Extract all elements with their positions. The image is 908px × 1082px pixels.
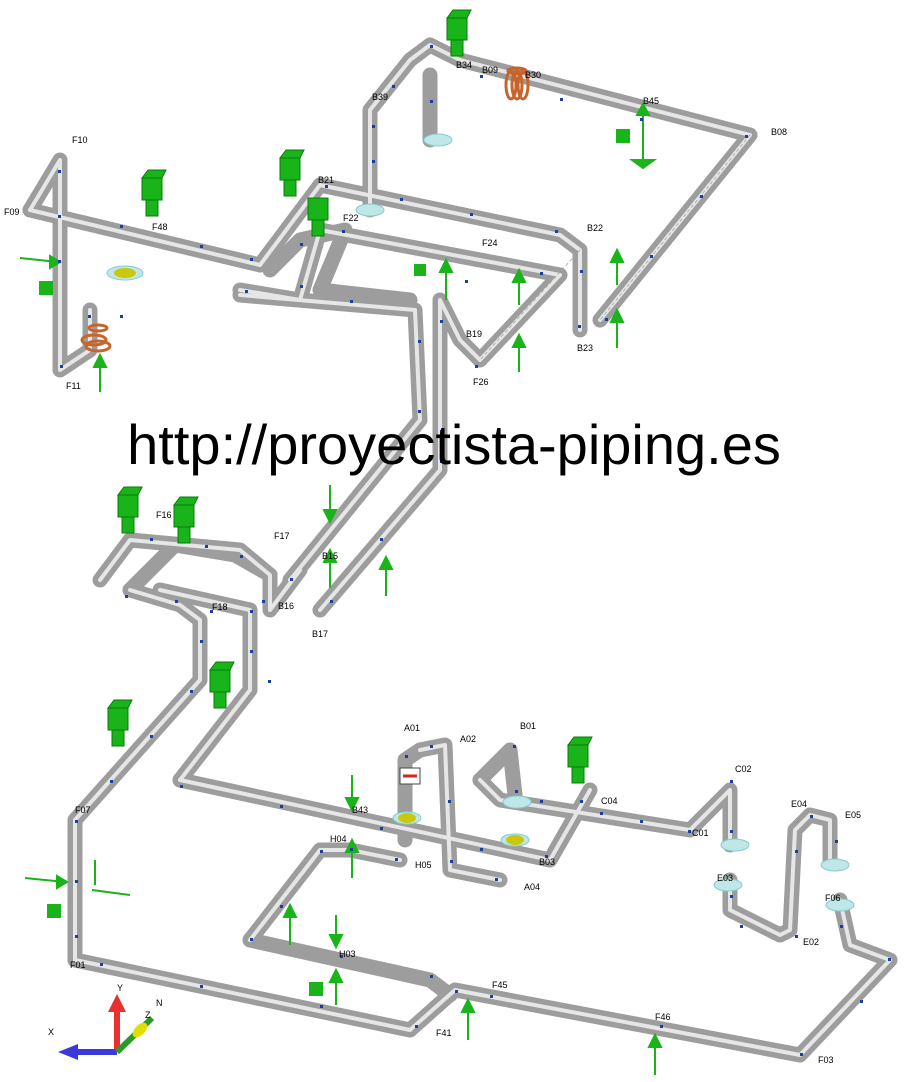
node-label: F22	[343, 213, 359, 223]
axis-y-label: Y	[117, 983, 123, 993]
node-label: C04	[601, 796, 618, 806]
node-labels: F10 F09 F48 F11 B21 F22 F24 B22 B23 F26 …	[4, 60, 861, 1065]
node-label: B22	[587, 223, 603, 233]
node-label: C01	[692, 828, 709, 838]
node-label: B19	[466, 329, 482, 339]
node-label: B15	[322, 551, 338, 561]
node-label: H04	[330, 834, 347, 844]
node-label: B08	[771, 127, 787, 137]
spring-hangers	[107, 9, 593, 784]
axis-x-label: X	[48, 1027, 54, 1037]
node-label: B09	[482, 65, 498, 75]
node-label: F16	[156, 510, 172, 520]
node-label: H05	[415, 860, 432, 870]
axis-z-label: Z	[145, 1010, 151, 1020]
node-label: F11	[66, 381, 81, 391]
node-label: B03	[539, 857, 555, 867]
node-label: C02	[735, 764, 752, 774]
node-label: A01	[404, 723, 420, 733]
node-label: A02	[460, 734, 476, 744]
node-label: H03	[339, 949, 356, 959]
node-label: F06	[825, 893, 841, 903]
red-component	[399, 767, 421, 785]
node-label: F26	[473, 377, 489, 387]
axis-n-label: N	[156, 998, 163, 1008]
node-label: F17	[274, 531, 290, 541]
node-label: F01	[70, 960, 86, 970]
node-label: B17	[312, 629, 328, 639]
node-label: F24	[482, 238, 498, 248]
node-markers	[58, 45, 891, 1056]
node-label: F09	[4, 207, 20, 217]
node-label: B34	[456, 60, 472, 70]
node-label: B39	[372, 92, 388, 102]
node-label: E02	[803, 937, 819, 947]
node-label: F18	[212, 602, 228, 612]
node-label: F48	[152, 222, 168, 232]
node-label: B21	[318, 175, 334, 185]
node-label: B16	[278, 601, 294, 611]
node-label: F10	[72, 135, 88, 145]
node-label: B30	[525, 70, 541, 80]
node-label: B43	[352, 805, 368, 815]
pipe-support-plates	[106, 133, 855, 912]
node-label: F46	[655, 1012, 671, 1022]
valve-icons	[80, 66, 530, 353]
node-label: E05	[845, 810, 861, 820]
watermark-url: http://proyectista-piping.es	[127, 413, 781, 476]
axis-triad: Y X Z N	[48, 983, 163, 1060]
restraint-arrows	[19, 101, 663, 1075]
node-label: B01	[520, 721, 536, 731]
node-label: B45	[643, 96, 659, 106]
node-label: F07	[75, 805, 91, 815]
node-label: F03	[818, 1055, 834, 1065]
node-label: F41	[436, 1028, 452, 1038]
node-label: E04	[791, 799, 807, 809]
node-label: E03	[717, 873, 733, 883]
node-label: F45	[492, 980, 508, 990]
node-label: B23	[577, 343, 593, 353]
node-label: A04	[524, 882, 540, 892]
